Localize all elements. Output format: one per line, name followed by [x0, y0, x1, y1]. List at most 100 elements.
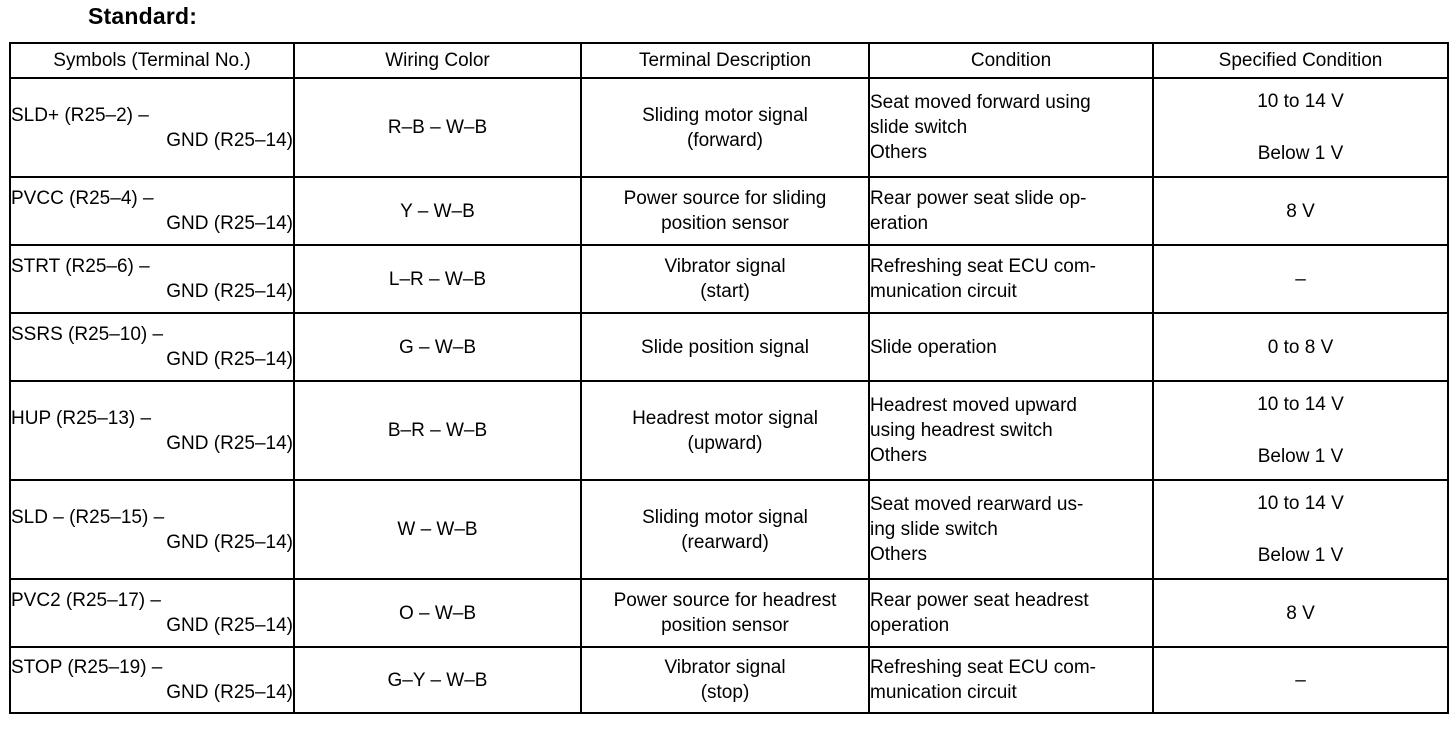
cell-wiring-color: Y – W–B	[293, 176, 582, 246]
symbol-line-1: PVCC (R25–4) –	[11, 188, 154, 209]
cell-wiring-color: W – W–B	[293, 479, 582, 580]
column-header-condition: Condition	[868, 42, 1154, 79]
condition-line-2: eration	[870, 213, 929, 234]
cell-wiring-color: G – W–B	[293, 312, 582, 382]
description-line-2: position sensor	[661, 213, 789, 234]
cell-terminal-description: Power source for sliding position sensor	[580, 176, 870, 246]
condition-line-2: ing slide switch	[870, 519, 998, 540]
cell-symbols: STRT (R25–6) – GND (R25–14)	[9, 244, 295, 314]
cell-condition: Rear power seat slide op- eration	[868, 176, 1154, 246]
column-header-specified-condition-label: Specified Condition	[1218, 49, 1383, 71]
cell-condition: Refreshing seat ECU com- munication circ…	[868, 244, 1154, 314]
condition-line-2: using headrest switch	[870, 420, 1053, 441]
condition-line-1: Slide operation	[870, 336, 997, 358]
cell-specified-condition: 8 V	[1152, 578, 1449, 648]
wiring-color-text: Y – W–B	[400, 200, 475, 222]
cell-symbols: PVC2 (R25–17) – GND (R25–14)	[9, 578, 295, 648]
table-row: SLD+ (R25–2) – GND (R25–14) R–B – W–B Sl…	[9, 77, 1449, 178]
cell-terminal-description: Vibrator signal (stop)	[580, 646, 870, 714]
symbol-line-1: STOP (R25–19) –	[11, 657, 163, 678]
specified-line-1: 10 to 14 V	[1257, 394, 1344, 415]
symbol-line-1: PVC2 (R25–17) –	[11, 590, 161, 611]
description-line-1: Power source for sliding	[623, 188, 827, 209]
symbol-line-1: SSRS (R25–10) –	[11, 324, 164, 345]
specified-line-2: Below 1 V	[1257, 143, 1344, 164]
condition-line-1: Seat moved rearward us-	[870, 494, 1084, 515]
column-header-wiring-color: Wiring Color	[293, 42, 582, 79]
condition-line-3: Others	[870, 544, 928, 565]
cell-symbols: SLD – (R25–15) – GND (R25–14)	[9, 479, 295, 580]
condition-line-3: Others	[870, 445, 928, 466]
wiring-color-text: L–R – W–B	[388, 268, 487, 290]
symbol-line-2: GND (R25–14)	[166, 129, 293, 151]
table-body: SLD+ (R25–2) – GND (R25–14) R–B – W–B Sl…	[9, 77, 1449, 714]
cell-terminal-description: Slide position signal	[580, 312, 870, 382]
wiring-color-text: G–Y – W–B	[387, 669, 488, 691]
column-header-condition-label: Condition	[970, 49, 1052, 71]
wiring-color-text: O – W–B	[398, 602, 477, 624]
specified-line-1: 8 V	[1286, 200, 1315, 222]
cell-specified-condition: 10 to 14 V Below 1 V	[1152, 479, 1449, 580]
description-line-2: (upward)	[687, 432, 763, 454]
specified-line-2: Below 1 V	[1257, 545, 1344, 566]
condition-line-2: munication circuit	[870, 682, 1017, 703]
cell-terminal-description: Sliding motor signal (forward)	[580, 77, 870, 178]
cell-wiring-color: B–R – W–B	[293, 380, 582, 481]
symbol-line-2: GND (R25–14)	[166, 281, 293, 302]
wiring-color-text: G – W–B	[398, 336, 477, 358]
specified-line-1: –	[1295, 268, 1306, 290]
specified-line-1: 0 to 8 V	[1267, 336, 1334, 358]
description-line-1: Sliding motor signal	[642, 104, 808, 126]
description-line-1: Vibrator signal	[664, 256, 786, 277]
cell-terminal-description: Vibrator signal (start)	[580, 244, 870, 314]
condition-line-1: Seat moved forward using	[870, 92, 1091, 113]
condition-line-1: Refreshing seat ECU com-	[870, 256, 1096, 277]
column-header-terminal-description: Terminal Description	[580, 42, 870, 79]
column-header-symbols-label: Symbols (Terminal No.)	[53, 49, 251, 71]
symbol-line-1: SLD+ (R25–2) –	[11, 104, 149, 126]
cell-wiring-color: O – W–B	[293, 578, 582, 648]
cell-specified-condition: –	[1152, 646, 1449, 714]
wiring-color-text: B–R – W–B	[387, 420, 488, 441]
cell-symbols: SSRS (R25–10) – GND (R25–14)	[9, 312, 295, 382]
table-row: HUP (R25–13) – GND (R25–14) B–R – W–B He…	[9, 380, 1449, 481]
table-row: PVC2 (R25–17) – GND (R25–14) O – W–B Pow…	[9, 578, 1449, 648]
cell-specified-condition: 10 to 14 V Below 1 V	[1152, 77, 1449, 178]
cell-symbols: HUP (R25–13) – GND (R25–14)	[9, 380, 295, 481]
cell-terminal-description: Power source for headrest position senso…	[580, 578, 870, 648]
symbol-line-2: GND (R25–14)	[166, 213, 293, 234]
specified-line-2: Below 1 V	[1257, 446, 1344, 467]
symbol-line-2: GND (R25–14)	[166, 615, 293, 636]
description-line-1: Slide position signal	[641, 336, 809, 358]
condition-line-3: Others	[870, 142, 928, 163]
symbol-line-1: STRT (R25–6) –	[11, 256, 150, 277]
cell-terminal-description: Sliding motor signal (rearward)	[580, 479, 870, 580]
cell-terminal-description: Headrest motor signal (upward)	[580, 380, 870, 481]
condition-line-1: Rear power seat headrest	[870, 590, 1089, 611]
description-line-1: Vibrator signal	[664, 657, 786, 678]
cell-symbols: PVCC (R25–4) – GND (R25–14)	[9, 176, 295, 246]
column-header-terminal-description-label: Terminal Description	[638, 49, 812, 71]
cell-symbols: SLD+ (R25–2) – GND (R25–14)	[9, 77, 295, 178]
cell-symbols: STOP (R25–19) – GND (R25–14)	[9, 646, 295, 714]
condition-line-1: Refreshing seat ECU com-	[870, 657, 1096, 678]
symbol-line-2: GND (R25–14)	[166, 432, 293, 454]
page-title: Standard:	[88, 3, 198, 29]
table-header-row: Symbols (Terminal No.) Wiring Color Term…	[9, 42, 1449, 79]
condition-line-1: Rear power seat slide op-	[870, 188, 1087, 209]
cell-condition: Headrest moved upward using headrest swi…	[868, 380, 1154, 481]
cell-condition: Refreshing seat ECU com- munication circ…	[868, 646, 1154, 714]
symbol-line-2: GND (R25–14)	[166, 349, 293, 370]
condition-line-2: slide switch	[870, 117, 968, 138]
specified-line-1: 10 to 14 V	[1257, 493, 1344, 514]
cell-specified-condition: 10 to 14 V Below 1 V	[1152, 380, 1449, 481]
description-line-2: (stop)	[700, 682, 750, 703]
description-line-1: Sliding motor signal	[642, 506, 808, 528]
table-row: STOP (R25–19) – GND (R25–14) G–Y – W–B V…	[9, 646, 1449, 714]
table-header: Symbols (Terminal No.) Wiring Color Term…	[9, 42, 1449, 79]
symbol-line-2: GND (R25–14)	[166, 531, 293, 553]
table-row: STRT (R25–6) – GND (R25–14) L–R – W–B Vi…	[9, 244, 1449, 314]
cell-specified-condition: –	[1152, 244, 1449, 314]
symbol-line-1: SLD – (R25–15) –	[11, 506, 165, 528]
